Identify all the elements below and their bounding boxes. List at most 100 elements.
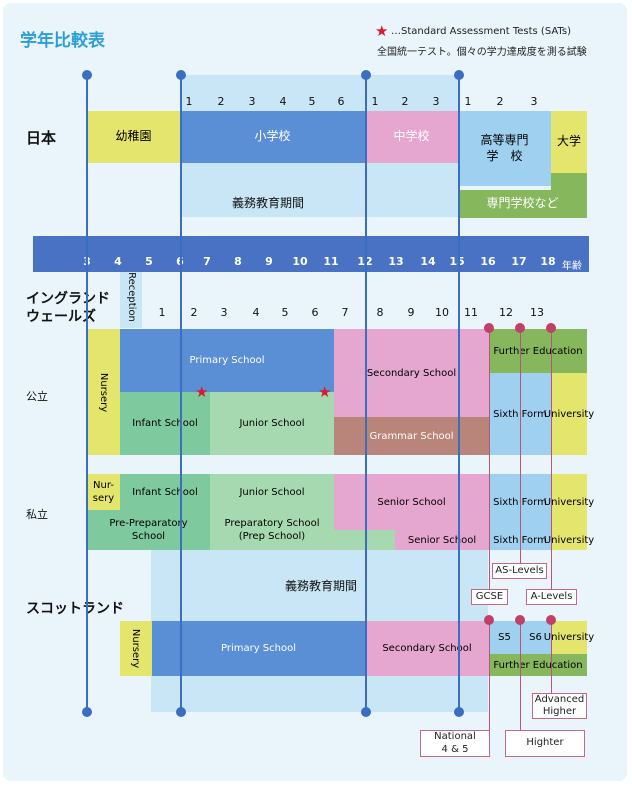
infant-school-public: Infant School bbox=[120, 392, 210, 455]
vocational-school: 専門学校など bbox=[458, 190, 587, 218]
japan-compulsory-label: 義務教育期間 bbox=[232, 196, 305, 210]
junior-school-private: Junior School bbox=[210, 474, 334, 510]
age-tick: 7 bbox=[203, 255, 211, 268]
jp-grade: 6 bbox=[337, 95, 345, 108]
further-education-ew: Further Education bbox=[489, 329, 587, 373]
age-unit: 年齢 bbox=[562, 261, 582, 272]
england-label: イングランド ウェールズ bbox=[26, 291, 110, 326]
private-label: 私立 bbox=[26, 508, 48, 521]
jp-grade: 1 bbox=[185, 95, 193, 108]
guide-dot bbox=[454, 707, 464, 717]
jp-grade: 1 bbox=[371, 95, 379, 108]
age-tick: 8 bbox=[234, 255, 242, 268]
s5: S5 bbox=[489, 621, 520, 654]
jp-grade: 4 bbox=[279, 95, 287, 108]
age-tick: 14 bbox=[420, 255, 436, 268]
guide-line-age12 bbox=[365, 75, 367, 712]
uk-year: 5 bbox=[281, 306, 289, 319]
japan-label: 日本 bbox=[26, 129, 57, 147]
guide-dot bbox=[176, 707, 186, 717]
age-tick: 16 bbox=[480, 255, 496, 268]
jp-grade: 1 bbox=[464, 95, 472, 108]
prep-extension bbox=[334, 530, 395, 550]
uk-year: 1 bbox=[158, 306, 166, 319]
national-label: National 4 & 5 bbox=[420, 730, 490, 757]
exam-dot bbox=[484, 615, 494, 625]
further-education-scotland: Further Education bbox=[489, 654, 587, 676]
jp-grade: 2 bbox=[401, 95, 409, 108]
primary-school-ew: Primary School bbox=[120, 329, 334, 392]
advanced-higher-line bbox=[551, 620, 553, 693]
senior-school-lower: Senior School bbox=[395, 530, 489, 550]
national-line bbox=[489, 620, 491, 730]
exam-dot bbox=[515, 615, 525, 625]
pre-preparatory-school: Pre-Preparatory School bbox=[87, 510, 210, 550]
nursery-scotland-label: Nursery bbox=[130, 628, 142, 669]
reception-strip bbox=[120, 272, 142, 328]
public-label: 公立 bbox=[26, 390, 48, 403]
legend-sats-jp: 全国統一テスト。個々の学力達成度を測る試験 bbox=[377, 47, 587, 58]
uk-year: 11 bbox=[464, 306, 478, 319]
uk-year: 9 bbox=[407, 306, 415, 319]
guide-dot bbox=[82, 70, 92, 80]
nursery-private: Nur- sery bbox=[87, 474, 120, 510]
exam-dot bbox=[546, 323, 556, 333]
age-axis bbox=[33, 236, 589, 272]
higher-label: Highter bbox=[505, 730, 585, 757]
uk-year: 12 bbox=[499, 306, 513, 319]
university-private-lower: University bbox=[544, 530, 594, 550]
uk-compulsory-label: 義務教育期間 bbox=[285, 579, 358, 593]
university-private: University bbox=[544, 474, 594, 530]
uk-year: 3 bbox=[220, 306, 228, 319]
senior-school-upper: Senior School bbox=[334, 474, 489, 530]
reception-label: Reception bbox=[126, 272, 137, 322]
uk-year: 10 bbox=[435, 306, 449, 319]
jp-grade: 3 bbox=[432, 95, 440, 108]
grammar-school: Grammar School bbox=[334, 417, 489, 455]
age-tick: 13 bbox=[388, 255, 404, 268]
guide-dot bbox=[82, 707, 92, 717]
jp-grade: 3 bbox=[530, 95, 538, 108]
age-tick: 9 bbox=[265, 255, 273, 268]
primary-school-scotland: Primary School bbox=[152, 621, 365, 676]
guide-line-age6 bbox=[180, 75, 182, 712]
age-tick: 11 bbox=[323, 255, 339, 268]
scotland-label: スコットランド bbox=[26, 601, 124, 617]
junior-high-school: 中学校 bbox=[365, 111, 458, 163]
university-public: University bbox=[544, 373, 594, 455]
vocational-extension bbox=[551, 173, 587, 190]
sats-star-icon: ★ bbox=[375, 22, 389, 40]
infant-school-private: Infant School bbox=[120, 474, 210, 510]
nursery-public-label: Nursery bbox=[98, 372, 110, 412]
exam-dot bbox=[546, 615, 556, 625]
kindergarten: 幼稚園 bbox=[87, 111, 180, 163]
secondary-school-scotland: Secondary School bbox=[365, 621, 489, 676]
age-tick: 4 bbox=[114, 255, 122, 268]
advanced-higher-label: Advanced Higher bbox=[532, 693, 587, 719]
a-levels-line bbox=[551, 328, 553, 590]
jp-grade: 2 bbox=[496, 95, 504, 108]
age-tick: 18 bbox=[540, 255, 556, 268]
gcse-label: GCSE bbox=[471, 589, 508, 605]
jp-grade: 5 bbox=[308, 95, 316, 108]
preparatory-school: Preparatory School (Prep School) bbox=[210, 510, 334, 550]
gcse-line bbox=[489, 328, 491, 590]
guide-dot bbox=[176, 70, 186, 80]
uk-year: 4 bbox=[252, 306, 260, 319]
high-school: 高等専門 学 校 bbox=[458, 111, 551, 186]
secondary-school-ew: Secondary School bbox=[334, 329, 489, 417]
uk-year: 7 bbox=[341, 306, 349, 319]
age-tick: 5 bbox=[145, 255, 153, 268]
s6: S6 bbox=[520, 621, 551, 654]
chart-title: 学年比較表 bbox=[20, 31, 105, 51]
age-tick: 15 bbox=[449, 255, 465, 268]
uk-year: 6 bbox=[311, 306, 319, 319]
age-tick: 17 bbox=[511, 255, 527, 268]
jp-grade: 3 bbox=[248, 95, 256, 108]
guide-line-age3 bbox=[86, 75, 88, 712]
uk-year: 8 bbox=[376, 306, 384, 319]
a-levels-label: A-Levels bbox=[526, 589, 577, 605]
exam-dot bbox=[515, 323, 525, 333]
junior-school-public: Junior School bbox=[210, 392, 334, 455]
